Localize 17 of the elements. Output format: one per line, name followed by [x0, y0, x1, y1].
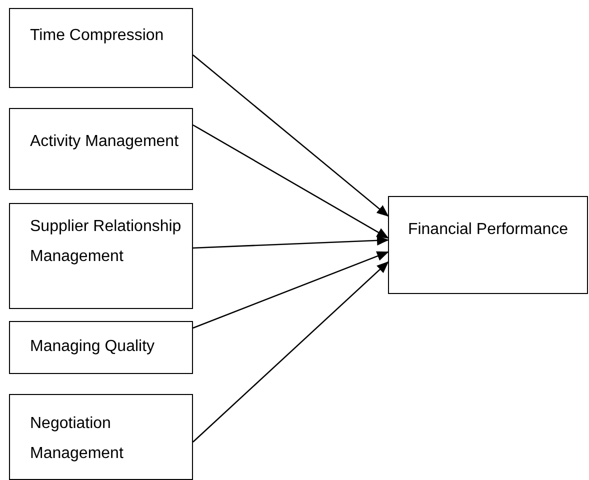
arrow [192, 235, 389, 249]
arrow [192, 54, 389, 217]
box-label: Managing Quality [30, 337, 156, 357]
box-label: Negotiation Management [30, 414, 124, 464]
box-label: Financial Performance [406, 220, 570, 240]
process-box [9, 321, 193, 374]
process-box [9, 203, 193, 309]
box-label: Supplier Relationship Management [30, 217, 182, 267]
arrow [192, 251, 389, 329]
process-box [9, 394, 193, 480]
box-label: Activity Management [30, 132, 180, 152]
box-label: Time Compression [30, 26, 165, 46]
arrow [192, 261, 389, 442]
process-box [9, 8, 193, 88]
arrow [192, 124, 389, 239]
process-box [9, 108, 193, 190]
process-box [388, 196, 588, 294]
